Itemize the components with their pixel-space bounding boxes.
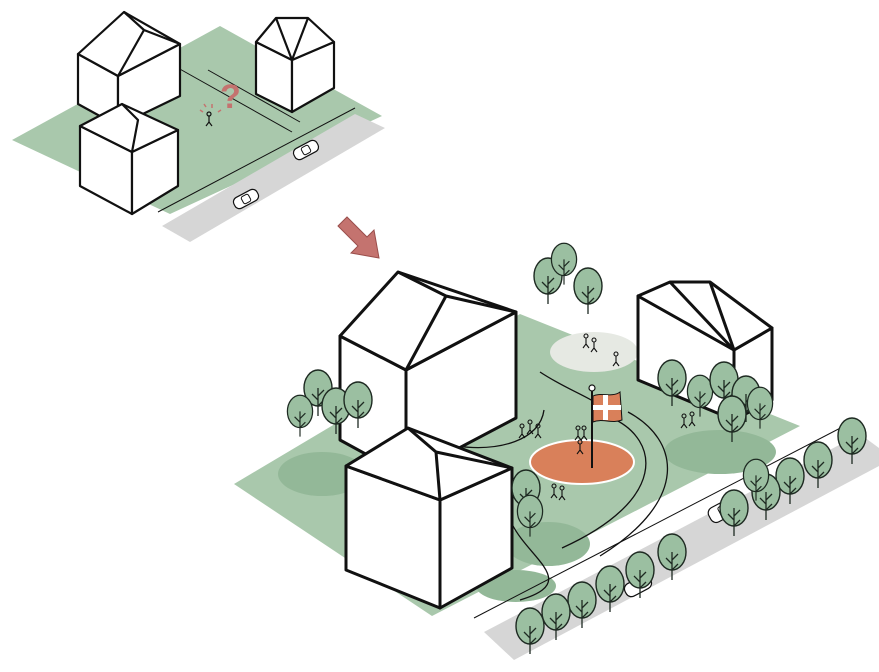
after-scene (234, 243, 879, 660)
tree-icon (574, 268, 602, 314)
grass-patch (506, 522, 590, 566)
question-mark: ? (220, 78, 241, 116)
orange-plaza (530, 440, 634, 484)
tree-icon (287, 395, 312, 436)
before-scene: ? (12, 12, 385, 242)
arrow-down-right-icon (338, 217, 379, 258)
